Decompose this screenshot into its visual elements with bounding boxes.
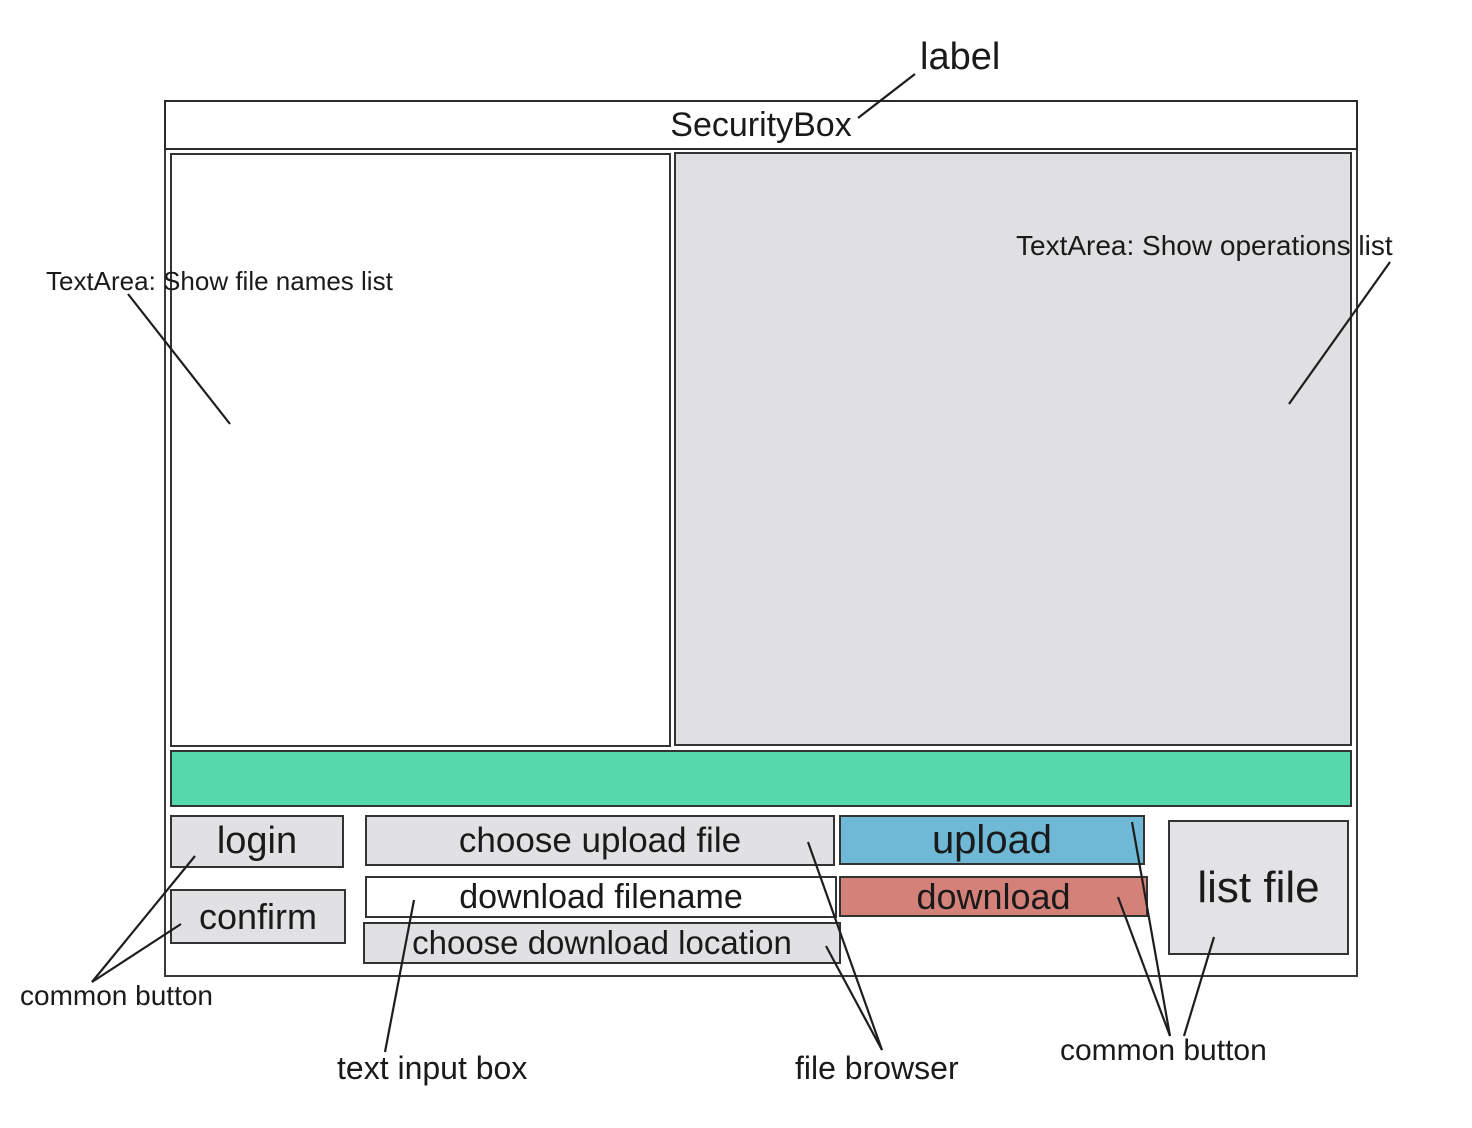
annotation-text-input-box: text input box <box>337 1050 528 1086</box>
download-button[interactable]: download <box>839 876 1148 917</box>
choose-upload-file-button[interactable]: choose upload file <box>365 815 835 866</box>
download-filename-input[interactable]: download filename <box>365 876 837 918</box>
annotation-textarea-file-names: TextArea: Show file names list <box>46 266 393 296</box>
annotation-common-button-left: common button <box>20 980 213 1011</box>
file-names-textarea[interactable] <box>170 153 671 747</box>
annotation-label: label <box>920 36 1001 78</box>
window-title-label: SecurityBox <box>164 100 1358 150</box>
annotation-textarea-operations: TextArea: Show operations list <box>1016 230 1393 261</box>
operations-textarea[interactable] <box>674 152 1352 746</box>
login-button[interactable]: login <box>170 815 344 868</box>
status-bar <box>170 750 1352 807</box>
annotation-common-button-right: common button <box>1060 1034 1267 1067</box>
confirm-button[interactable]: confirm <box>170 889 346 944</box>
choose-download-location-button[interactable]: choose download location <box>363 922 841 964</box>
upload-button[interactable]: upload <box>839 815 1145 865</box>
annotation-file-browser: file browser <box>795 1050 959 1086</box>
list-file-button[interactable]: list file <box>1168 820 1349 955</box>
